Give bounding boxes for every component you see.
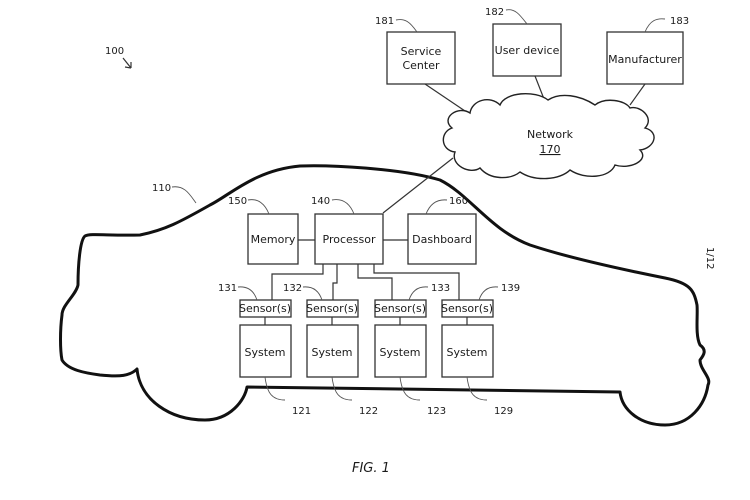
svg-text:User device: User device [495, 44, 560, 57]
svg-text:133: 133 [431, 283, 450, 294]
svg-text:Sensor(s): Sensor(s) [306, 302, 358, 315]
svg-text:129: 129 [494, 406, 513, 417]
svg-text:183: 183 [670, 16, 689, 27]
svg-text:122: 122 [359, 406, 378, 417]
svg-text:121: 121 [292, 406, 311, 417]
bus-139 [373, 264, 460, 300]
link-manufacturer-network [629, 83, 646, 106]
svg-text:Dashboard: Dashboard [412, 233, 472, 246]
bus-131 [271, 264, 324, 300]
bus-132 [332, 264, 338, 300]
module-3: Sensor(s) 133 System 123 [374, 283, 450, 417]
ref-system: 100 [105, 46, 124, 57]
svg-text:123: 123 [427, 406, 446, 417]
svg-text:System: System [446, 346, 487, 359]
svg-text:181: 181 [375, 16, 394, 27]
svg-text:System: System [379, 346, 420, 359]
svg-text:Processor: Processor [323, 233, 376, 246]
service-center-node: Service Center 181 [375, 16, 456, 85]
svg-text:160: 160 [449, 196, 468, 207]
module-4: Sensor(s) 139 System 129 [441, 283, 520, 417]
link-processor-network [382, 157, 454, 214]
svg-text:System: System [244, 346, 285, 359]
module-1: Sensor(s) 131 System 121 [218, 283, 311, 417]
sheet-number: 1/12 [704, 247, 715, 269]
vehicle-outline [59, 164, 711, 427]
svg-text:Center: Center [402, 59, 440, 72]
svg-text:132: 132 [283, 283, 302, 294]
memory-node: Memory 150 [228, 196, 299, 265]
svg-text:131: 131 [218, 283, 237, 294]
svg-text:139: 139 [501, 283, 520, 294]
dashboard-node: Dashboard 160 [407, 196, 477, 265]
link-user-network [534, 75, 545, 100]
processor-node: Processor 140 [311, 196, 384, 265]
svg-text:Manufacturer: Manufacturer [608, 53, 682, 66]
link-service-network [424, 83, 469, 114]
network-ref: 170 [540, 143, 561, 156]
module-2: Sensor(s) 132 System 122 [283, 283, 378, 417]
svg-text:System: System [311, 346, 352, 359]
svg-text:140: 140 [311, 196, 330, 207]
svg-text:Sensor(s): Sensor(s) [374, 302, 426, 315]
network-label: Network [527, 128, 574, 141]
vehicle-leader [171, 186, 197, 204]
svg-text:182: 182 [485, 7, 504, 18]
bus-133 [357, 264, 393, 300]
system-arrow-icon [122, 57, 132, 69]
svg-text:Service: Service [401, 45, 442, 58]
ref-vehicle: 110 [152, 183, 171, 194]
network-cloud [442, 93, 655, 180]
svg-text:Sensor(s): Sensor(s) [441, 302, 493, 315]
svg-text:Sensor(s): Sensor(s) [239, 302, 291, 315]
manufacturer-node: Manufacturer 183 [606, 16, 689, 85]
svg-text:Memory: Memory [251, 233, 296, 246]
user-device-node: User device 182 [485, 7, 562, 77]
svg-text:150: 150 [228, 196, 247, 207]
figure-caption: FIG. 1 [352, 461, 390, 476]
